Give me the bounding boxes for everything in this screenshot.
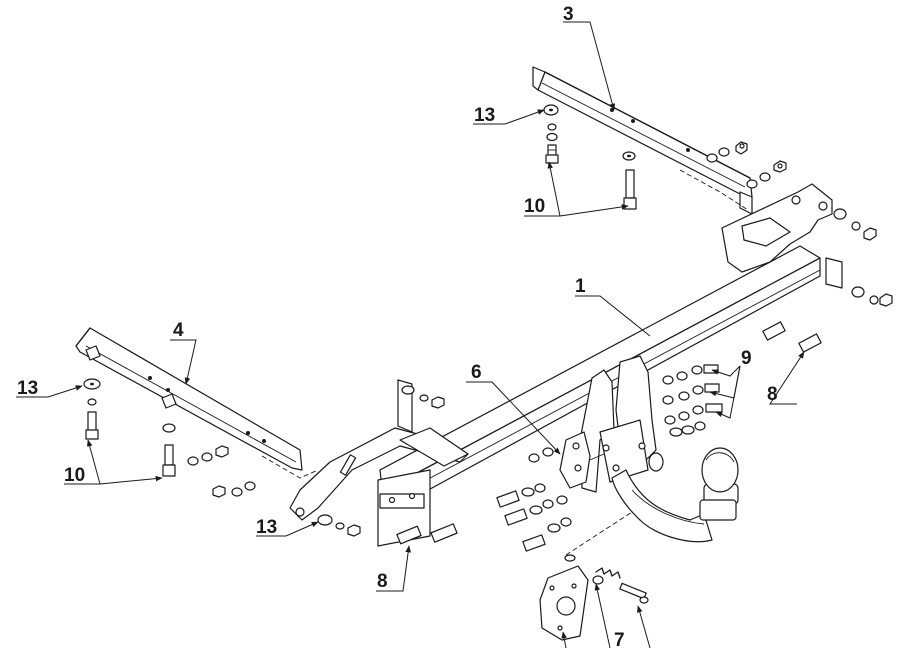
- part-13-washer-left: [83, 378, 176, 433]
- end-plate-hardware-left: [317, 385, 458, 545]
- callout-8-left: 8: [377, 571, 388, 592]
- end-plate-hardware-right: [762, 208, 893, 353]
- part-4-left-bracket-rail: [75, 327, 319, 479]
- part-13-washer-top: [543, 104, 559, 142]
- callout-4: 4: [173, 320, 184, 341]
- part-1-main-crossbar: [289, 183, 843, 547]
- callout-1: 1: [575, 276, 586, 297]
- callout-13-left: 13: [17, 378, 38, 399]
- part-7-socket-bracket-assembly: [539, 511, 649, 641]
- center-bolts-washers: [496, 447, 572, 552]
- nuts-washers-rail-3: [706, 141, 787, 189]
- part-6-socket-plate: [559, 431, 591, 489]
- nuts-washers-rail-4: [187, 445, 256, 498]
- leader-lines: [16, 21, 805, 648]
- callout-8-right: 8: [767, 384, 778, 405]
- part-10-bolt-left: [85, 411, 176, 477]
- tow-ball: [701, 447, 739, 493]
- callout-13-top: 13: [474, 105, 495, 126]
- callout-9: 9: [741, 348, 752, 369]
- callout-6: 6: [471, 362, 482, 383]
- part-10-bolt-top-right: [622, 151, 637, 210]
- callout-10-left: 10: [64, 465, 85, 486]
- part-10-bolt-top-left: [545, 144, 559, 164]
- callout-13-bottom: 13: [256, 517, 277, 538]
- callout-7: 7: [614, 630, 625, 648]
- callout-3: 3: [563, 4, 574, 25]
- part-3-upper-bracket-rail: [532, 66, 753, 215]
- part-9-bolts-washers: [662, 364, 723, 437]
- callout-10-top: 10: [524, 196, 545, 217]
